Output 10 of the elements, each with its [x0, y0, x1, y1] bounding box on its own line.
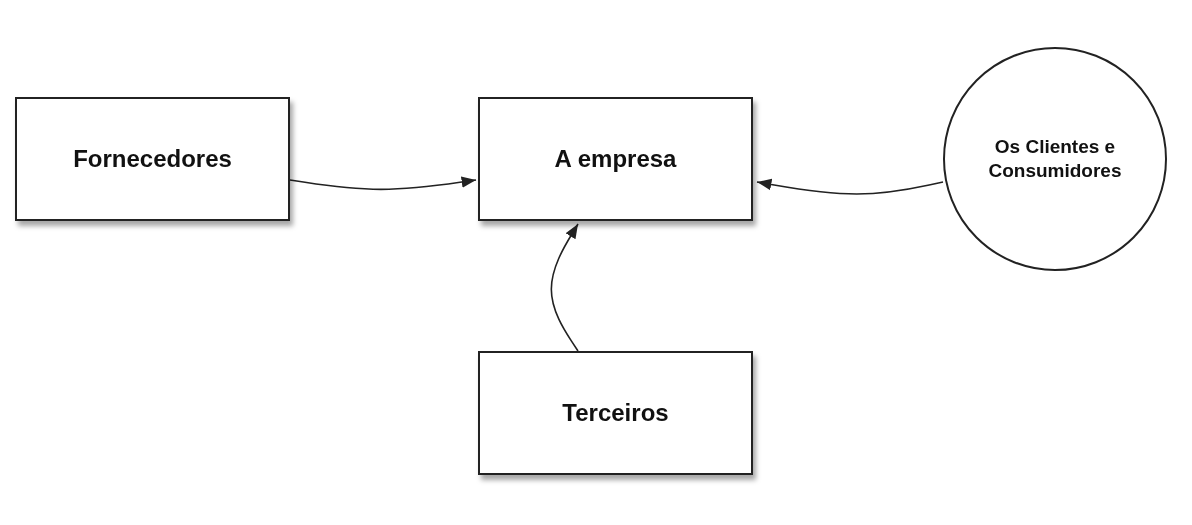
node-label: A empresa [554, 144, 677, 174]
arrow [550, 223, 579, 352]
node-label: Os Clientes e Consumidores [987, 135, 1123, 183]
entity-box [478, 351, 753, 475]
arrow [756, 178, 944, 195]
node-label: Fornecedores [73, 144, 232, 174]
entity-box [15, 97, 290, 221]
node-label: Terceiros [562, 398, 669, 428]
entity-box [478, 97, 753, 221]
arrow [289, 176, 477, 191]
